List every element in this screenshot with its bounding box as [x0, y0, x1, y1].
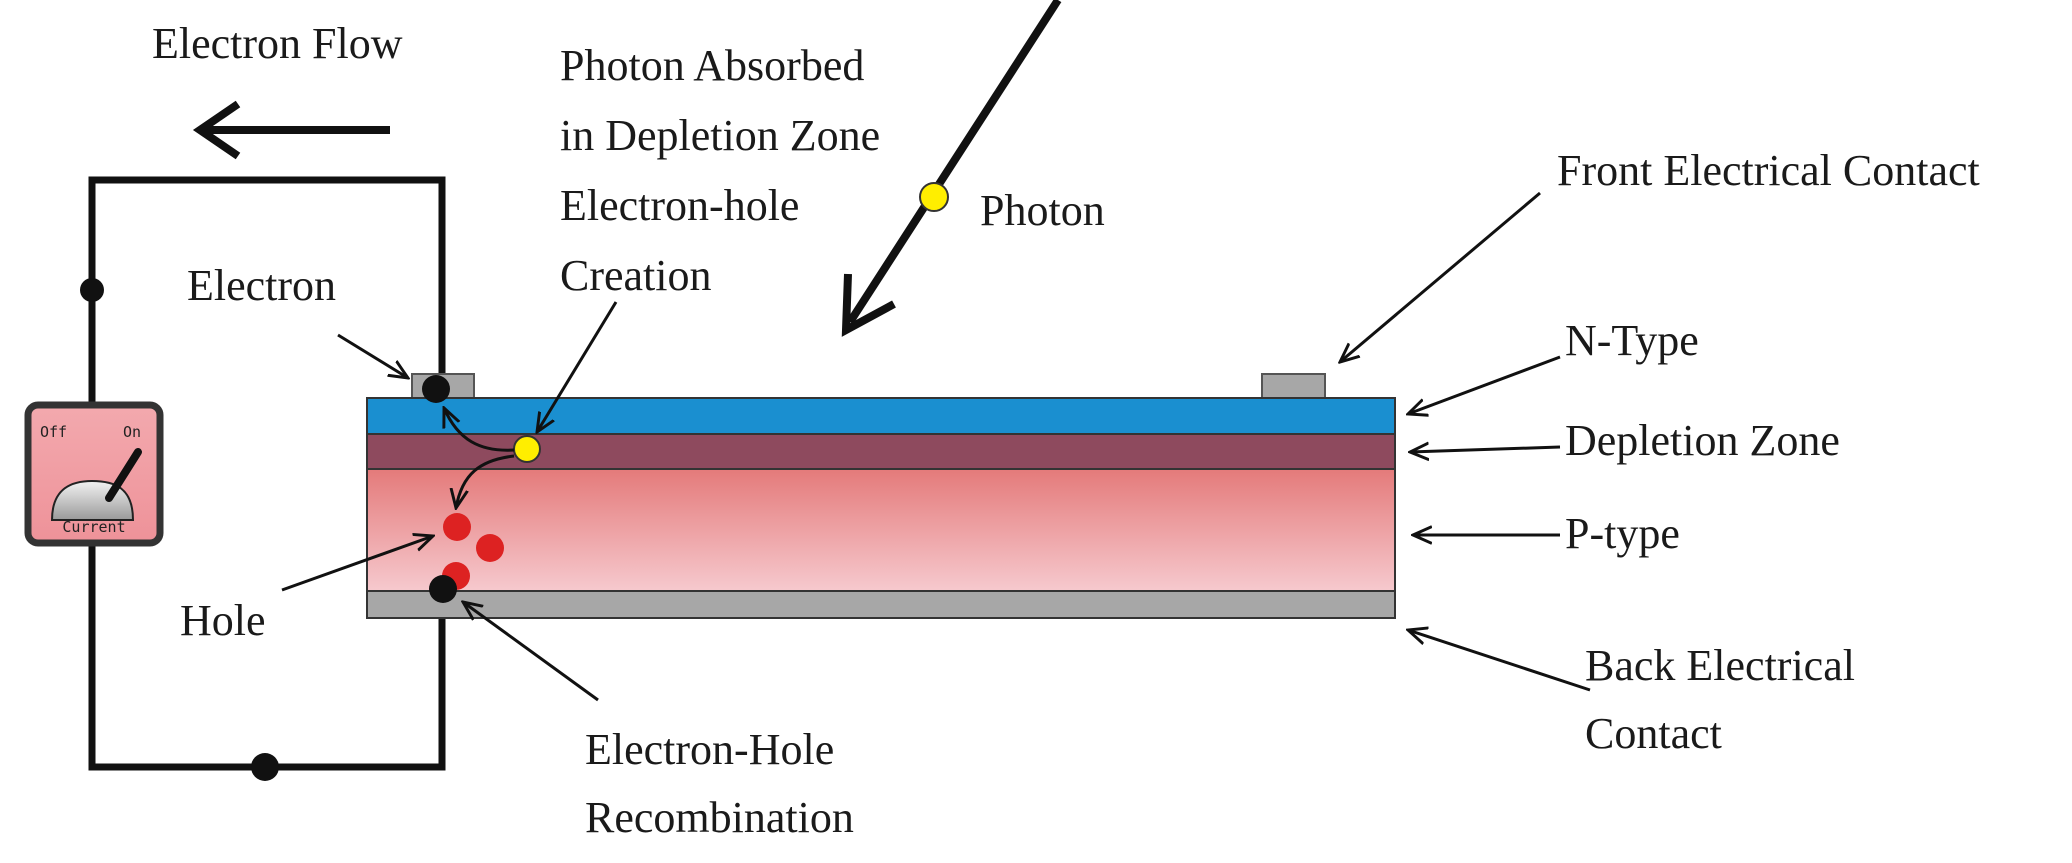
recombination-label-line2: Recombination: [585, 793, 854, 842]
back-contact-label-line1: Back Electrical: [1585, 641, 1855, 690]
recombination-pointer: [463, 602, 599, 702]
photon-absorbed-pointer: [537, 301, 618, 432]
hole-path-arrow: [456, 454, 515, 508]
photon-absorbed-label-line2: in Depletion Zone: [560, 111, 880, 160]
depletion-zone-pointer: [1410, 447, 1561, 452]
photon-label: Photon: [980, 186, 1105, 235]
switch-on-label: On: [123, 423, 141, 441]
current-switch[interactable]: Off On Current: [24, 401, 164, 547]
electron-path-arrow: [444, 408, 515, 452]
photon-icon: [919, 182, 949, 212]
front-contact-right: [1261, 373, 1326, 401]
switch-lever-icon: [105, 448, 142, 502]
electron-flow-arrow: [192, 100, 390, 160]
n-type-layer: [366, 397, 1396, 435]
depletion-zone-label: Depletion Zone: [1565, 416, 1840, 465]
circuit-junction-left: [80, 278, 104, 302]
photon-absorbed-particle: [513, 435, 541, 463]
electron-particle: [429, 575, 457, 603]
back-contact-layer: [366, 590, 1396, 619]
circuit-junction-bottom: [251, 753, 279, 781]
hole-pointer: [281, 536, 433, 592]
photon-absorbed-label-line4: Creation: [560, 251, 712, 300]
recombination-label-line1: Electron-Hole: [585, 725, 834, 774]
photon-absorbed-label-line3: Electron-hole: [560, 181, 799, 230]
electron-pointer: [337, 333, 408, 378]
p-type-layer: [366, 468, 1396, 592]
electron-particle: [422, 375, 450, 403]
photon-absorbed-label-line1: Photon Absorbed: [560, 41, 864, 90]
electron-flow-label: Electron Flow: [152, 19, 403, 68]
front-contact-label: Front Electrical Contact: [1557, 146, 1980, 195]
incoming-photon: [841, 0, 1062, 337]
back-contact-label-line2: Contact: [1585, 709, 1722, 758]
n-type-label: N-Type: [1565, 316, 1699, 365]
back-contact-pointer: [1408, 630, 1591, 692]
n-type-pointer: [1408, 355, 1561, 414]
hole-label: Hole: [180, 596, 266, 645]
hole-particle: [476, 534, 504, 562]
switch-current-label: Current: [62, 518, 125, 536]
p-type-label: P-type: [1565, 509, 1680, 558]
hole-particle: [443, 513, 471, 541]
switch-off-label: Off: [40, 423, 67, 441]
front-contact-pointer: [1340, 191, 1541, 362]
electron-label: Electron: [187, 261, 336, 310]
